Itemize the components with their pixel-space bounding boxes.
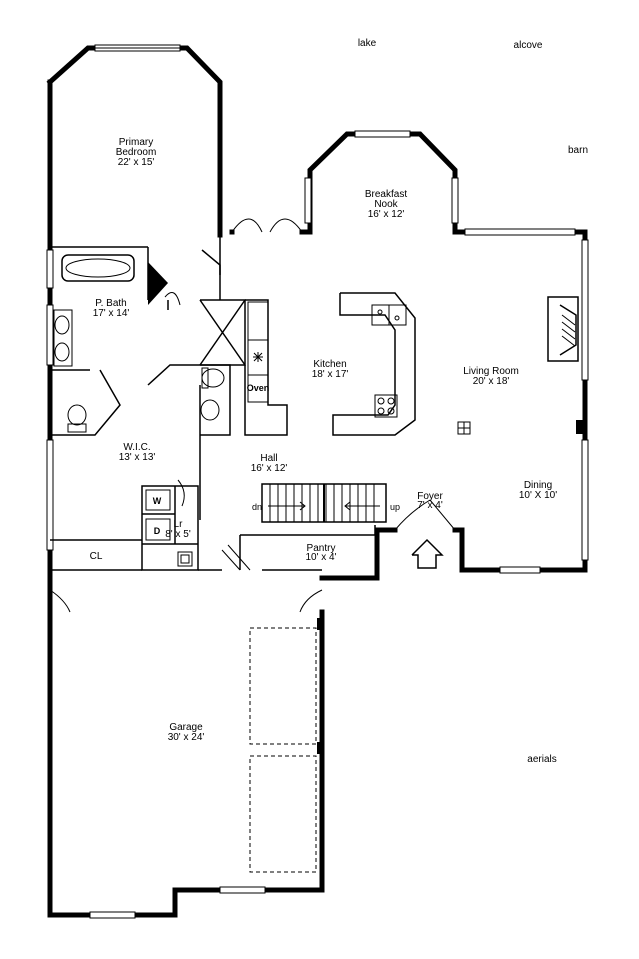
hall-label: Hall <box>260 453 277 464</box>
exterior-walls <box>46 45 588 918</box>
bath-fixtures <box>53 254 225 433</box>
kitchen-size: 18' x 17' <box>312 369 349 380</box>
hall-size: 16' x 12' <box>251 463 288 474</box>
tag-aerials: aerials <box>527 754 556 765</box>
foyer-size: 7' x 4' <box>417 500 443 511</box>
foyer-label: Foyer <box>417 491 443 502</box>
fireplace <box>547 296 579 362</box>
primary-bedroom-label-1: Primary <box>119 137 153 148</box>
kitchen-counter <box>332 292 416 436</box>
corner-shower-marker <box>148 262 168 305</box>
living-room-label: Living Room <box>463 366 519 377</box>
closet-label: CL <box>90 551 103 562</box>
stairs-down-label: dn <box>252 502 262 512</box>
living-room-size: 20' x 18' <box>473 376 510 387</box>
wic-label: W.I.C. <box>123 442 150 453</box>
primary-bedroom-size: 22' x 15' <box>118 157 155 168</box>
garage-size: 30' x 24' <box>168 732 205 743</box>
stairs-up-label: up <box>390 502 400 512</box>
garage-bays <box>249 627 317 873</box>
oven-label: Oven <box>247 383 270 393</box>
image-tags: lake alcove barn aerials <box>358 38 588 765</box>
interior-walls <box>50 235 387 571</box>
primary-bedroom-label-2: Bedroom <box>116 147 157 158</box>
pantry-label: Pantry <box>307 543 336 554</box>
washer-label: W <box>153 496 162 506</box>
dining-size: 10' X 10' <box>519 490 557 501</box>
tag-alcove: alcove <box>514 40 543 51</box>
kitchen-appliances: Oven <box>247 301 270 403</box>
p-bath-size: 17' x 14' <box>93 308 130 319</box>
laundry-size: 8' x 5' <box>165 529 191 540</box>
room-labels: Primary Bedroom 22' x 15' Breakfast Nook… <box>90 137 558 743</box>
breakfast-nook-label-1: Breakfast <box>365 189 407 200</box>
dining-label: Dining <box>524 480 552 491</box>
tag-barn: barn <box>568 145 588 156</box>
dryer-label: D <box>154 526 161 536</box>
staircase: dn up <box>252 484 400 522</box>
pantry-size: 10' x 4' <box>305 552 336 563</box>
breakfast-nook-size: 16' x 12' <box>368 209 405 220</box>
kitchen-label: Kitchen <box>313 359 346 370</box>
wic-size: 13' x 13' <box>119 452 156 463</box>
tag-lake: lake <box>358 38 377 49</box>
windows <box>46 44 589 919</box>
breakfast-nook-label-2: Nook <box>374 199 398 210</box>
doors <box>49 218 456 613</box>
garage-label: Garage <box>169 722 203 733</box>
laundry-appliances: W D <box>145 489 193 567</box>
p-bath-label: P. Bath <box>95 298 127 309</box>
laundry-label: Lr <box>174 519 184 530</box>
